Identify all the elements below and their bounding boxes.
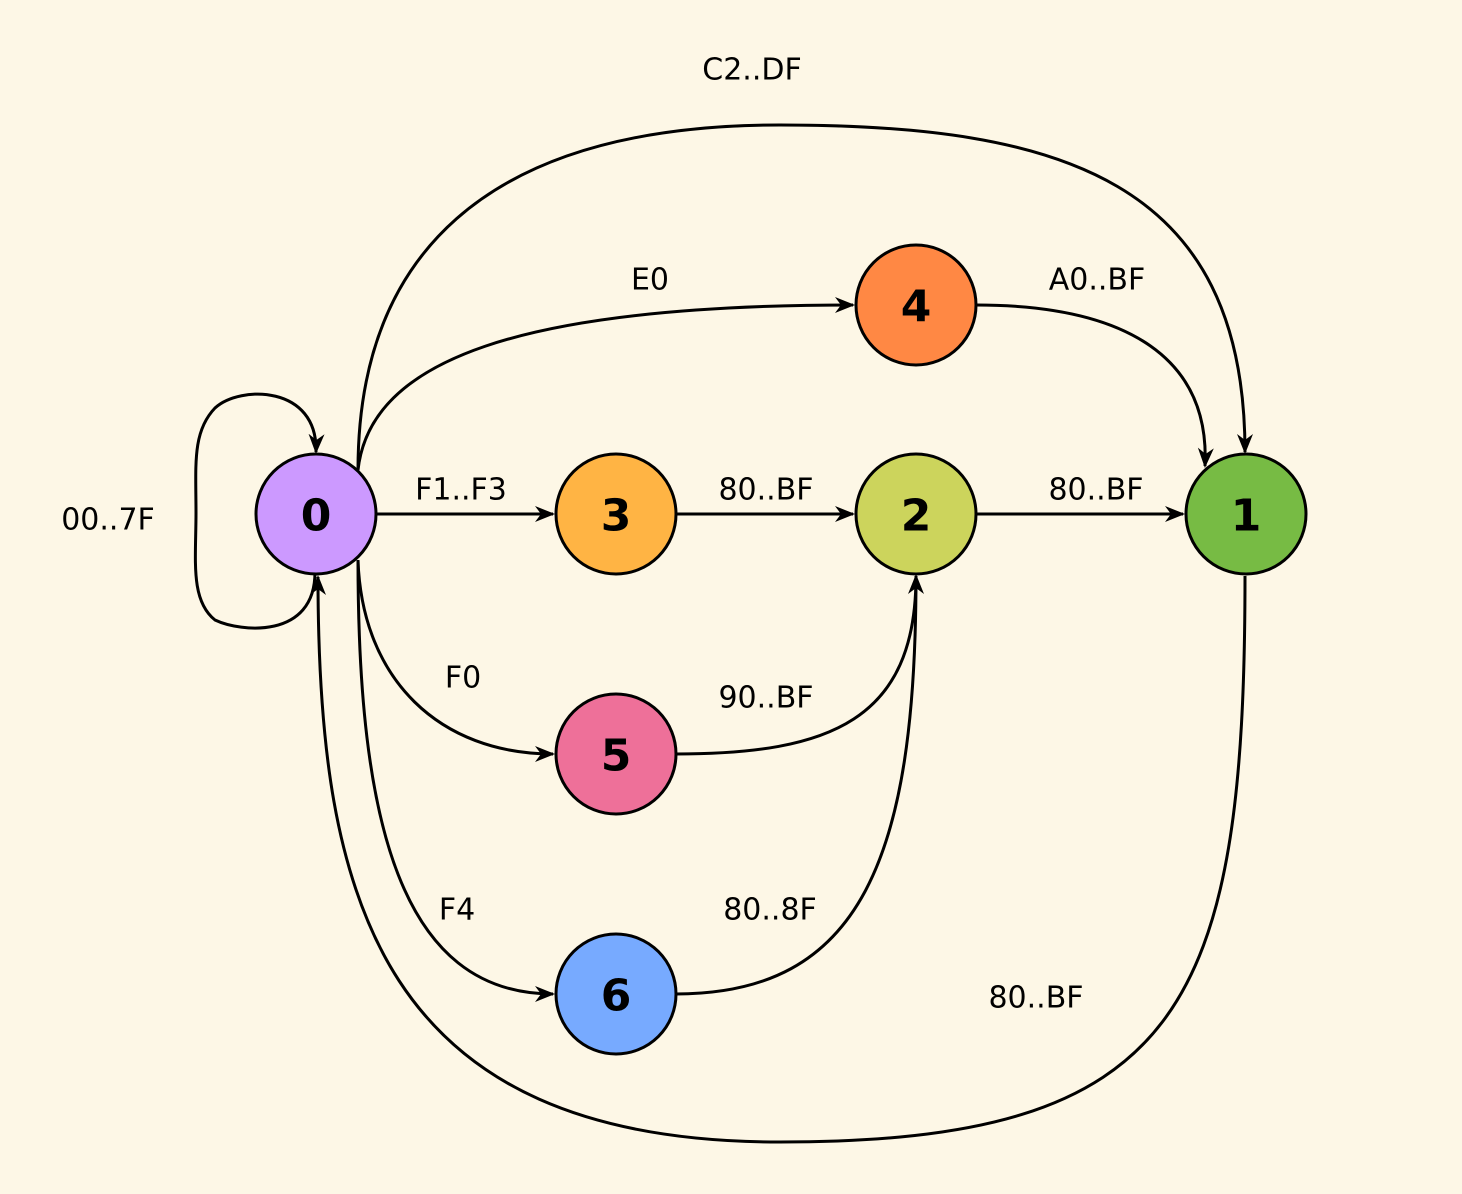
edge-labels: 00..7F C2..DF E0 F1..F3 F0 F4 A0..BF 80.…: [61, 53, 1145, 1016]
node-3-circle: [554, 452, 678, 576]
edge-0-6[interactable]: [356, 559, 555, 1002]
edge-label-0-5: F0: [445, 661, 481, 696]
node-1-label: 1: [1231, 491, 1262, 542]
edge-label-0-6: F4: [439, 893, 475, 928]
edge-label-0-4: E0: [631, 263, 669, 298]
node-2-label: 2: [901, 491, 932, 542]
state-node-3[interactable]: 3: [554, 452, 678, 576]
edge-0-0[interactable]: [193, 392, 325, 630]
node-0-label: 0: [301, 491, 332, 542]
edge-0-1[interactable]: [356, 123, 1253, 471]
edge-label-1-0: 80..BF: [988, 981, 1083, 1016]
edge-label-4-1: A0..BF: [1049, 263, 1146, 298]
edge-0-4[interactable]: [356, 297, 855, 471]
edge-6-2[interactable]: [675, 575, 918, 996]
state-node-4[interactable]: 4: [854, 243, 978, 367]
edge-4-1[interactable]: [975, 303, 1214, 468]
node-2-circle: [854, 452, 978, 576]
state-node-1[interactable]: 1: [1184, 452, 1308, 576]
state-node-0[interactable]: 0: [254, 452, 378, 576]
edges: [193, 123, 1253, 1144]
state-node-5[interactable]: 5: [554, 692, 678, 816]
nodes: 0 3 2 1 4 5 6: [254, 243, 1308, 1056]
edge-label-0-3: F1..F3: [415, 473, 507, 508]
node-6-circle: [554, 932, 678, 1056]
node-1-circle: [1184, 452, 1308, 576]
node-3-label: 3: [601, 491, 632, 542]
node-0-circle: [254, 452, 378, 576]
edge-label-0-0: 00..7F: [61, 503, 155, 538]
node-5-circle: [554, 692, 678, 816]
edge-label-2-1: 80..BF: [1048, 473, 1143, 508]
state-node-6[interactable]: 6: [554, 932, 678, 1056]
node-6-label: 6: [601, 971, 632, 1022]
edge-label-3-2: 80..BF: [718, 473, 813, 508]
edge-1-0[interactable]: [310, 575, 1247, 1144]
node-4-circle: [854, 243, 978, 367]
edge-label-0-1: C2..DF: [702, 53, 801, 88]
edge-label-6-2: 80..8F: [723, 893, 817, 928]
edge-5-2[interactable]: [675, 574, 924, 756]
edge-0-5[interactable]: [356, 559, 555, 762]
node-4-label: 4: [901, 282, 932, 333]
edge-label-5-2: 90..BF: [718, 681, 813, 716]
node-5-label: 5: [601, 731, 632, 782]
state-node-2[interactable]: 2: [854, 452, 978, 576]
